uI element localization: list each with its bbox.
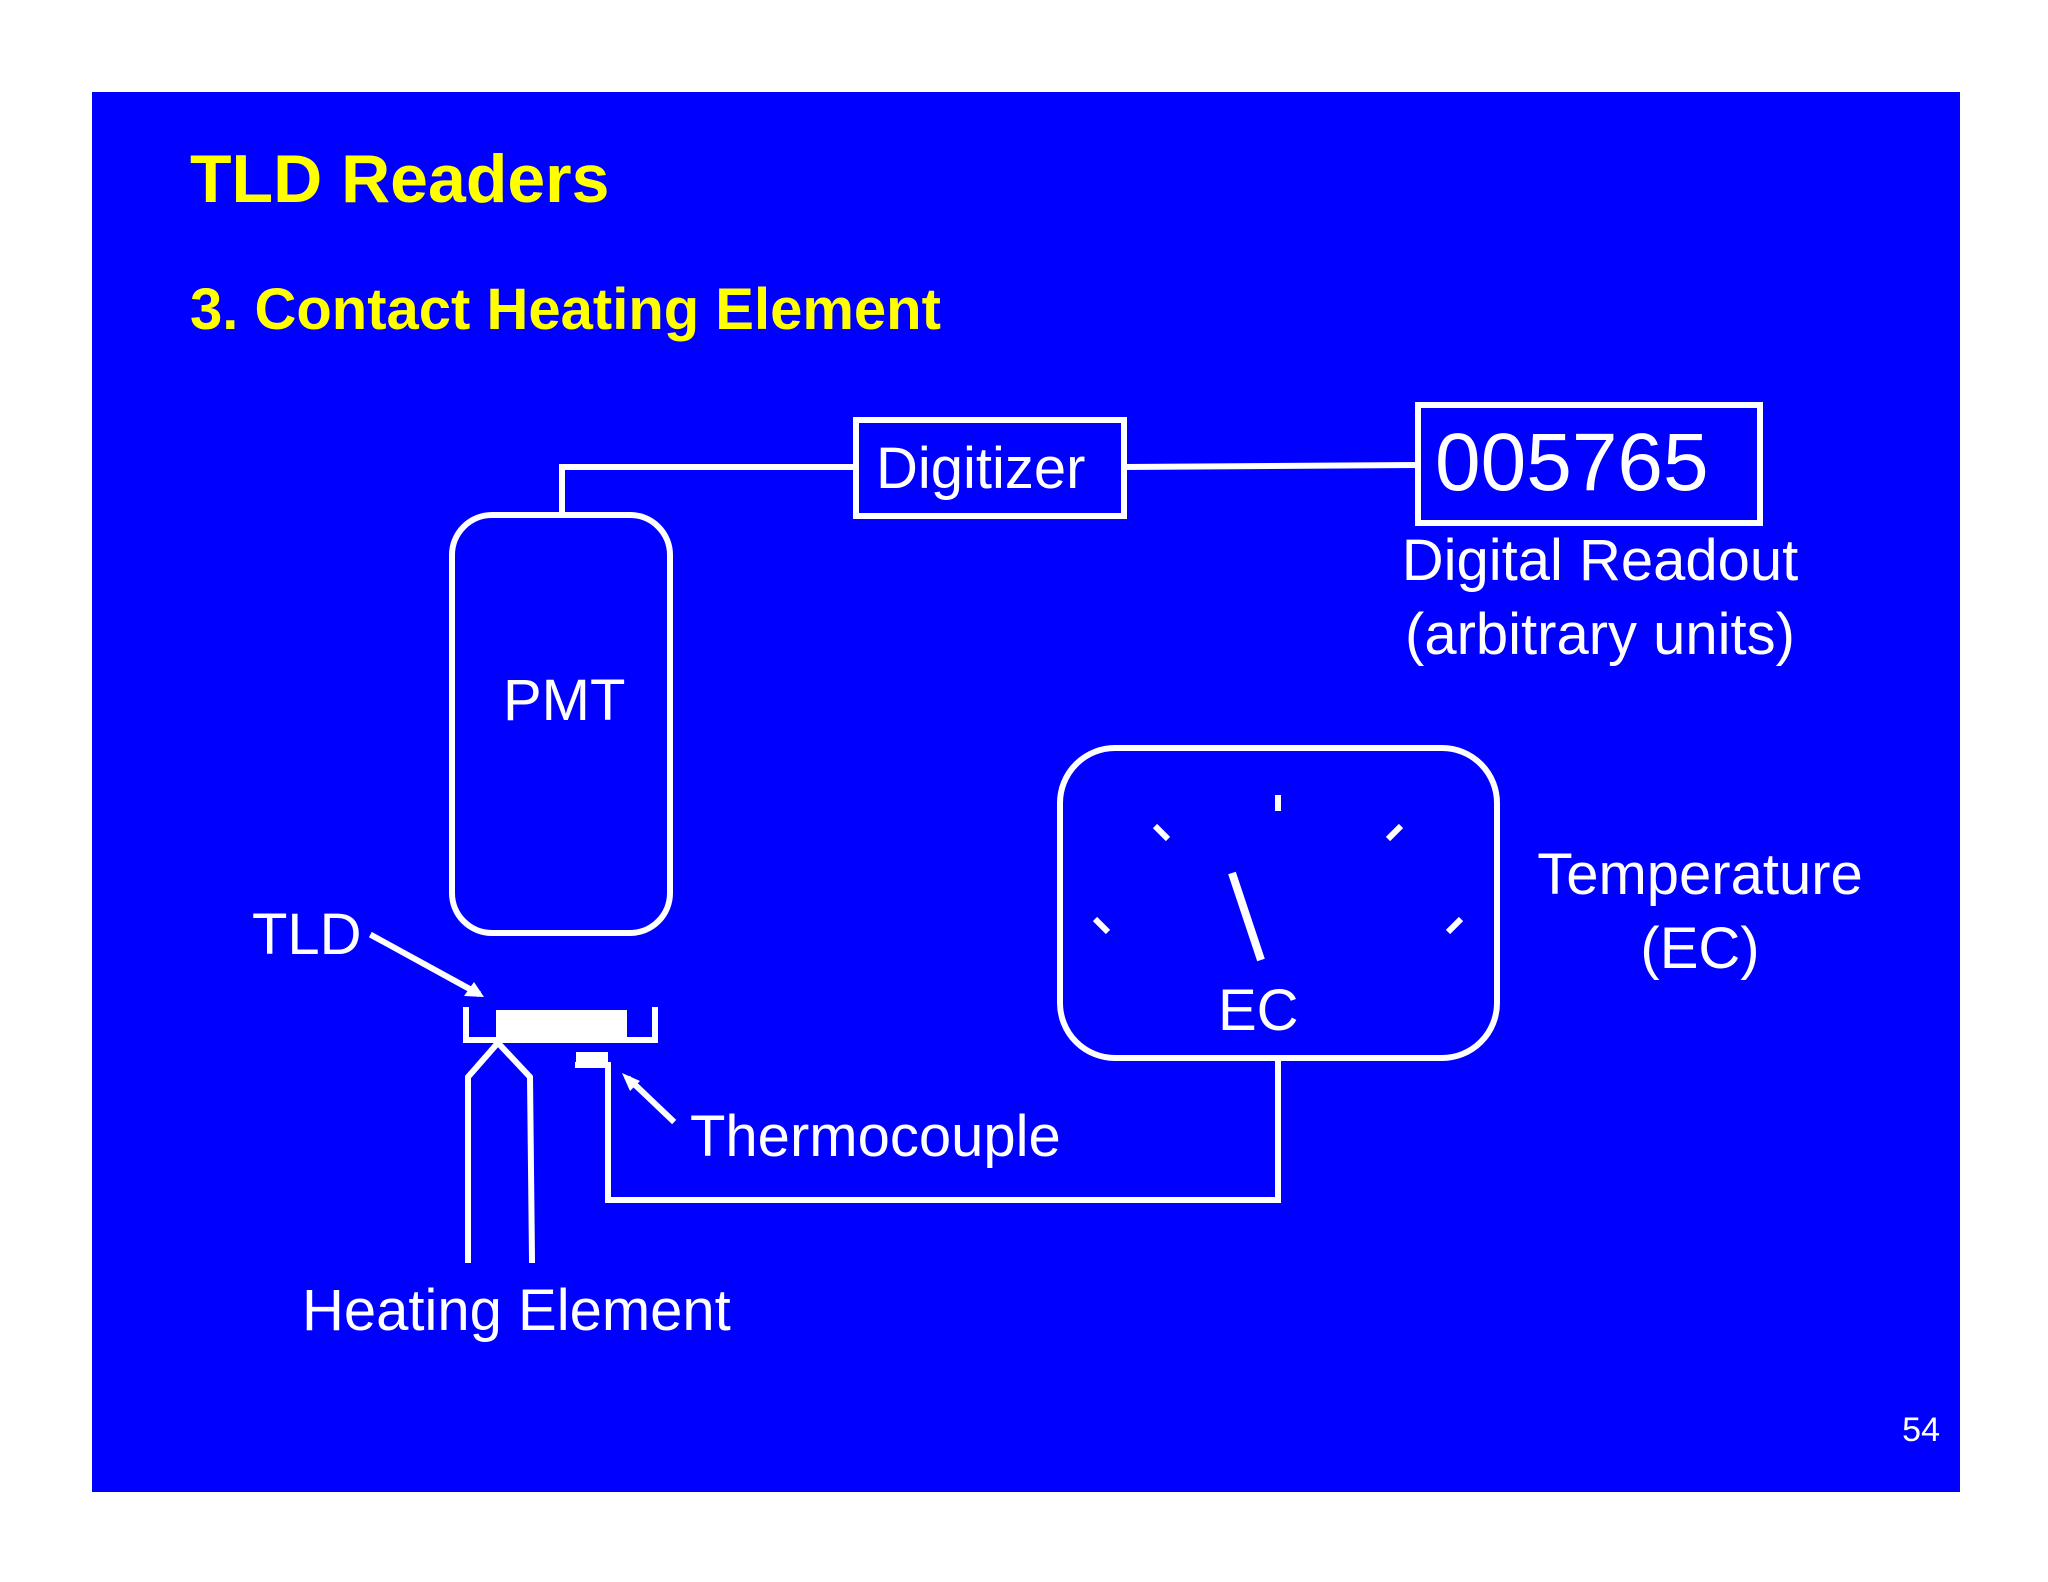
digitizer-readout-wire: [1120, 461, 1422, 471]
digitizer-label: Digitizer: [876, 436, 1086, 501]
tld-chip: [496, 1010, 627, 1042]
gauge-tick: [1445, 916, 1464, 935]
tld-arrow: [368, 931, 482, 998]
page-number: 54: [1902, 1411, 1940, 1449]
slide-title: TLD Readers: [190, 141, 610, 217]
temperature-unit-label: (EC): [1640, 916, 1760, 981]
digital-readout-caption: Digital Readout: [1401, 528, 1799, 593]
gauge-needle: [1228, 871, 1265, 962]
slide-subtitle: 3. Contact Heating Element: [190, 277, 941, 342]
gauge-unit-label: EC: [1218, 978, 1299, 1043]
gauge-tick: [1152, 823, 1171, 842]
thermocouple-label: Thermocouple: [690, 1104, 1061, 1169]
pmt-label: PMT: [503, 668, 626, 733]
tld-arrowhead: [464, 982, 484, 997]
digital-readout-units: (arbitrary units): [1405, 602, 1795, 667]
temperature-label: Temperature: [1537, 842, 1863, 907]
heating-element-label: Heating Element: [302, 1278, 731, 1343]
gauge-tick: [1385, 823, 1404, 842]
thermocouple-arrow: [625, 1075, 677, 1125]
slide-background: [92, 92, 1960, 1492]
heating-element-leg-right: [495, 1040, 536, 1264]
thermocouple-arrowhead: [622, 1073, 640, 1091]
thermocouple-tip: [576, 1052, 608, 1065]
gauge-tick: [1092, 916, 1111, 935]
pmt-digitizer-wire: [559, 464, 858, 518]
digital-readout-value: 005765: [1435, 417, 1709, 508]
tld-label: TLD: [252, 902, 362, 967]
heating-element-leg-left: [465, 1040, 501, 1263]
digital-readout-box: [1415, 402, 1763, 526]
